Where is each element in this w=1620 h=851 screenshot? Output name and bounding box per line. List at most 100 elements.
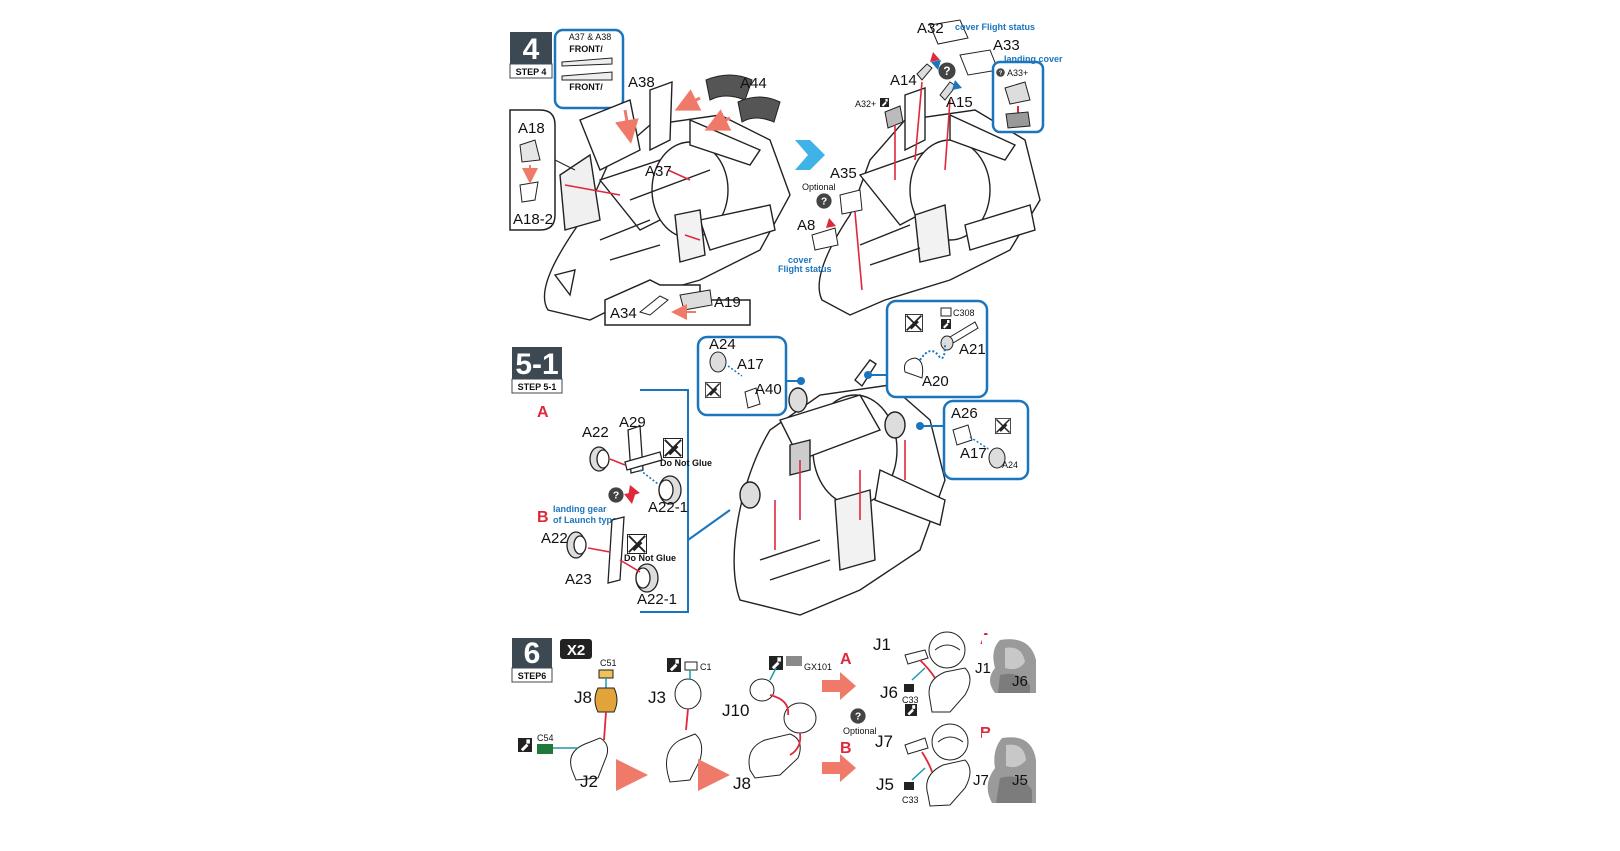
label-a22-top: A22	[582, 424, 609, 441]
paint-label-c33-b: C33	[902, 795, 919, 805]
aircraft-step4-left	[543, 80, 791, 321]
label-a8: A8	[797, 217, 815, 234]
paint-label-c1: C1	[700, 662, 712, 672]
label-landing-cover: landing cover	[1004, 54, 1063, 64]
label-a24-left: A24	[709, 336, 736, 353]
step-6-label: STEP6	[518, 671, 547, 681]
a44-parts	[705, 74, 781, 123]
label-a33-plus: A33+	[1007, 68, 1028, 78]
label-a23: A23	[565, 571, 592, 588]
step4-guide-lines	[564, 169, 701, 241]
label-a44: A44	[740, 75, 767, 92]
label-j10: J10	[722, 701, 749, 720]
label-j7: J7	[875, 732, 893, 751]
optional-label-step6: Optional	[843, 726, 877, 736]
paint-icon	[518, 738, 532, 752]
step-4-label: STEP 4	[516, 67, 547, 77]
label-a37: A37	[645, 163, 672, 180]
multiplier-text: X2	[567, 642, 585, 659]
label-a26: A26	[951, 405, 978, 422]
step6-option-a-label: A	[840, 651, 852, 668]
label-j8-top: J8	[574, 688, 592, 707]
paint-icon	[769, 656, 783, 670]
a18-callout	[509, 109, 576, 231]
do-not-glue-label-a: Do Not Glue	[660, 458, 712, 468]
landing-gear-label-2: of Launch type	[553, 515, 617, 525]
paint-icon	[905, 704, 917, 716]
no-glue-icon	[705, 382, 721, 398]
inset-front-label-1: FRONT/	[569, 44, 603, 54]
label-a40: A40	[755, 381, 782, 398]
question-icon	[850, 708, 866, 724]
no-glue-icon	[905, 314, 923, 332]
option-a-arrow	[822, 672, 856, 700]
option-a-label: A	[537, 404, 549, 421]
label-flight-status: Flight status	[778, 264, 832, 274]
photo-label-j6: J6	[1012, 673, 1028, 690]
step-5-1-label: STEP 5-1	[518, 382, 557, 392]
label-a35: A35	[830, 165, 857, 182]
step-4-badge: 4 STEP 4	[509, 32, 553, 79]
do-not-glue-label-b: Do Not Glue	[624, 553, 676, 563]
a34-a19-callout	[604, 279, 751, 326]
label-a17-right: A17	[960, 445, 987, 462]
paint-label-c308: C308	[953, 308, 975, 318]
landing-gear-b	[566, 516, 659, 593]
label-j6: J6	[880, 683, 898, 702]
paint-icon	[941, 319, 951, 329]
label-a18-2: A18-2	[513, 211, 553, 228]
paint-icon	[880, 98, 889, 107]
question-icon	[996, 68, 1005, 77]
option-b-label: B	[537, 509, 549, 526]
landing-cover-inset	[991, 60, 1045, 134]
label-a19: A19	[714, 294, 741, 311]
label-cover: cover	[788, 255, 813, 265]
label-a21: A21	[959, 341, 986, 358]
step4-red-arrows	[615, 89, 732, 144]
label-j8-bottom: J8	[733, 774, 751, 793]
inset-front-label-2: FRONT/	[569, 82, 603, 92]
paint-icon	[667, 658, 681, 672]
landing-gear-a	[589, 425, 682, 505]
photo-label-j1: J1	[975, 660, 991, 677]
landing-gear-label-1: landing gear	[553, 504, 607, 514]
question-icon	[816, 193, 832, 209]
no-glue-icon	[627, 534, 647, 554]
step-5-1-number: 5-1	[515, 348, 558, 381]
label-a14: A14	[890, 72, 917, 89]
step-4-number: 4	[523, 33, 540, 66]
step-6-section: 6 STEP6 X2 C51 J8 C54 J2	[511, 631, 1036, 807]
landing-gear-bracket	[640, 389, 689, 613]
label-a15: A15	[946, 94, 973, 111]
a24-a17-a40-callout	[696, 335, 805, 417]
paint-label-gx101: GX101	[804, 662, 832, 672]
paint-label-c51: C51	[600, 658, 617, 668]
label-j5: J5	[876, 775, 894, 794]
label-a34: A34	[610, 305, 637, 322]
step-6-number: 6	[524, 637, 541, 670]
step-4-section: 4 STEP 4 A37 & A38 FRONT/ FRONT/	[509, 19, 1063, 326]
pilot-option-b	[904, 723, 971, 807]
inset-title: A37 & A38	[569, 32, 612, 42]
step-6-badge: 6 STEP6	[511, 637, 553, 683]
question-icon	[608, 487, 624, 503]
paint-label-c54: C54	[537, 733, 554, 743]
swap-arrows-icon	[624, 485, 640, 504]
photo-label-j7: J7	[973, 772, 989, 789]
c308-a21-a20-callout	[864, 299, 989, 399]
pilot-j3	[666, 658, 703, 783]
reference-photo-a	[982, 635, 1036, 693]
label-a18: A18	[518, 120, 545, 137]
a37-a38-front-inset: A37 & A38 FRONT/ FRONT/	[553, 28, 625, 110]
step-5-1-section: 5-1 STEP 5-1 A Do Not Glue B landing gea…	[511, 299, 1030, 616]
label-a17-left: A17	[737, 356, 764, 373]
step4-right-guides	[854, 81, 951, 291]
pilot-option-a	[904, 631, 971, 716]
pilot-j10-j8	[748, 656, 817, 779]
photo-label-j5: J5	[1012, 772, 1028, 789]
step5-guides	[774, 440, 906, 550]
label-a32-plus: A32+	[855, 99, 876, 109]
label-j2: J2	[580, 772, 598, 791]
pilot-j8-j2	[518, 669, 618, 781]
